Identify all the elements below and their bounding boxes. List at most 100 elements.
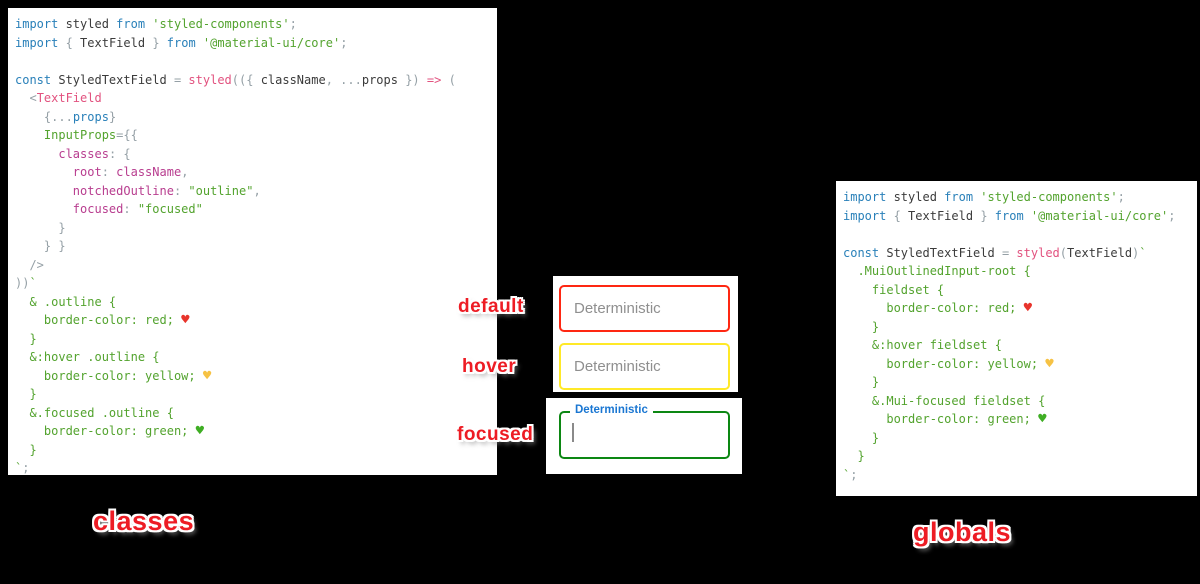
- heart-green-heart-icon: ♥: [195, 423, 205, 439]
- code-token: [15, 147, 58, 161]
- code-line: .MuiOutlinedInput-root {: [843, 262, 1197, 281]
- code-token: } }: [15, 239, 66, 253]
- code-token: .MuiOutlinedInput-root {: [843, 264, 1031, 278]
- code-line: border-color: yellow; ♥: [843, 355, 1197, 374]
- code-token: ...: [340, 72, 362, 87]
- code-line: &:hover fieldset {: [843, 336, 1197, 355]
- code-token: &.Mui-focused fieldset {: [843, 393, 1046, 408]
- code-line: border-color: green; ♥: [843, 410, 1197, 429]
- code-line: InputProps={{: [15, 126, 497, 145]
- code-token: '@material-ui/core': [202, 35, 341, 50]
- code-line: const StyledTextField = styled(({ classN…: [15, 71, 497, 90]
- textfield-hover[interactable]: Deterministic: [559, 343, 730, 390]
- code-line: & .outline {: [15, 293, 497, 312]
- code-token: styled: [1016, 245, 1060, 260]
- code-token: [1024, 209, 1031, 223]
- code-token: {: [123, 146, 131, 161]
- code-token: [420, 73, 427, 87]
- code-token: className: [116, 165, 182, 179]
- code-token: }: [15, 442, 37, 457]
- code-line: }: [15, 219, 497, 238]
- code-token: border-color: yellow;: [15, 368, 203, 383]
- code-line: }: [843, 318, 1197, 337]
- code-token: TextField: [900, 208, 981, 223]
- heart-red-heart-icon: ♥: [181, 312, 190, 328]
- code-token: [15, 184, 73, 198]
- code-token: }): [397, 72, 420, 87]
- code-line: notchedOutline: "outline",: [15, 182, 497, 201]
- code-token: ;: [1117, 190, 1125, 204]
- caption-globals: globals: [913, 517, 1012, 547]
- textfield-default-placeholder: Deterministic: [574, 300, 661, 317]
- code-token: [15, 128, 44, 142]
- code-token: from: [994, 208, 1024, 223]
- code-token: import: [15, 35, 59, 50]
- code-line: border-color: yellow; ♥: [15, 367, 497, 386]
- code-token: border-color: green;: [843, 412, 1039, 426]
- code-token: className: [260, 72, 326, 87]
- code-line: ))`: [15, 274, 497, 293]
- code-line: border-color: red; ♥: [15, 311, 497, 330]
- code-token: fieldset {: [843, 282, 945, 297]
- code-token: [988, 209, 995, 223]
- code-token: }: [843, 375, 880, 389]
- code-token: ): [1132, 245, 1140, 260]
- code-token: }: [108, 109, 117, 124]
- code-line: border-color: green; ♥: [15, 422, 497, 441]
- code-token: ...: [51, 109, 73, 124]
- code-line: &.Mui-focused fieldset {: [843, 392, 1197, 411]
- code-token: ,: [181, 165, 189, 179]
- code-token: :: [123, 202, 138, 216]
- code-token: TextField: [1067, 245, 1133, 260]
- code-token: ,: [253, 183, 261, 198]
- code-token: (({: [231, 72, 261, 87]
- code-token: "focused": [137, 202, 203, 216]
- code-token: {: [65, 35, 73, 50]
- annotation-default: default: [458, 296, 524, 317]
- annotation-focused: focused: [457, 424, 534, 445]
- textfield-default[interactable]: Deterministic: [559, 285, 730, 332]
- code-line: }: [843, 429, 1197, 448]
- textfield-focused-label: Deterministic: [570, 404, 653, 416]
- code-token: root: [72, 165, 102, 179]
- code-line: classes: {: [15, 145, 497, 164]
- code-token: notchedOutline: [72, 183, 174, 198]
- code-token: "outline": [188, 183, 254, 198]
- code-token: border-color: yellow;: [843, 356, 1046, 371]
- code-token: [196, 36, 203, 50]
- code-line: &.focused .outline {: [15, 404, 497, 423]
- annotation-hover: hover: [462, 356, 517, 377]
- code-token: ,: [325, 72, 341, 87]
- textfield-focused[interactable]: Deterministic: [559, 404, 730, 459]
- code-token: <: [29, 91, 37, 105]
- code-token: }: [980, 208, 988, 223]
- code-line: border-color: red; ♥: [843, 299, 1197, 318]
- code-token: TextField: [36, 91, 102, 105]
- code-token: }: [15, 387, 37, 401]
- code-line: &:hover .outline {: [15, 348, 497, 367]
- code-line: [843, 225, 1197, 244]
- code-token: TextField: [72, 35, 153, 50]
- code-line: }: [843, 373, 1197, 392]
- code-token: 'styled-components': [980, 190, 1118, 204]
- code-token: import: [15, 17, 59, 31]
- code-line: />: [15, 256, 497, 275]
- code-token: border-color: green;: [15, 424, 196, 438]
- code-token: &.focused .outline {: [15, 405, 174, 420]
- heart-yellow-heart-icon: ♥: [202, 367, 212, 384]
- code-token: const: [843, 245, 880, 260]
- code-line: import styled from 'styled-components';: [843, 188, 1197, 207]
- textfield-preview-panel-top: Deterministic Deterministic: [553, 276, 738, 392]
- code-token: '@material-ui/core': [1030, 208, 1169, 223]
- code-token: [160, 36, 167, 50]
- code-token: focused: [72, 202, 124, 216]
- heart-green-heart-icon: ♥: [1038, 411, 1047, 427]
- code-token: [58, 36, 65, 50]
- code-token: }: [843, 430, 880, 445]
- code-line: }: [15, 385, 497, 404]
- code-token: ;: [1168, 208, 1176, 223]
- code-token: props: [72, 109, 109, 124]
- code-panel-globals: import styled from 'styled-components';i…: [836, 181, 1197, 496]
- code-token: (: [441, 72, 456, 87]
- code-token: from: [944, 190, 974, 204]
